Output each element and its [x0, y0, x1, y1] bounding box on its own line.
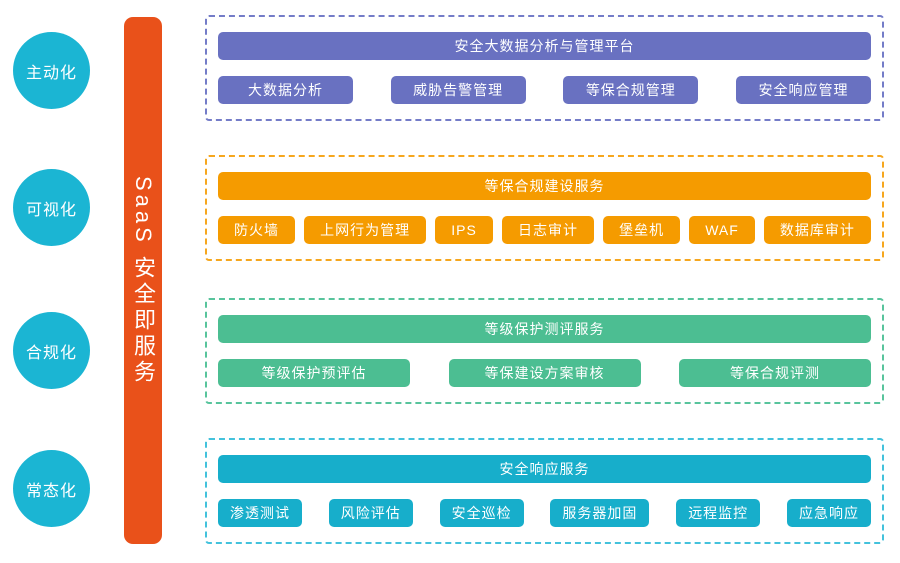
item-chip: 堡垒机 — [603, 216, 681, 244]
section-header: 安全响应服务 — [218, 455, 871, 483]
section-security-bigdata-platform: 安全大数据分析与管理平台 大数据分析 威胁告警管理 等保合规管理 安全响应管理 — [205, 15, 884, 121]
item-chip: 安全巡检 — [439, 499, 524, 527]
item-chip: 防火墙 — [218, 216, 295, 244]
section-grade-protection-evaluation-service: 等级保护测评服务 等级保护预评估 等保建设方案审核 等保合规评测 — [205, 298, 884, 404]
section-header: 等级保护测评服务 — [218, 315, 871, 343]
item-chip: 等保合规评测 — [679, 359, 871, 387]
capability-circle-normalized: 常态化 — [13, 450, 90, 527]
section-item-row: 渗透测试风险评估安全巡检服务器加固远程监控应急响应 — [218, 499, 871, 527]
capability-circle-label: 合规化 — [25, 344, 77, 362]
capability-circle-visual: 可视化 — [13, 169, 90, 246]
capability-circle-label: 可视化 — [25, 201, 77, 219]
section-header: 等保合规建设服务 — [218, 172, 871, 200]
capability-circle-proactive: 主动化 — [13, 32, 90, 109]
section-security-response-service: 安全响应服务 渗透测试风险评估安全巡检服务器加固远程监控应急响应 — [205, 438, 884, 544]
item-chip: 日志审计 — [501, 216, 594, 244]
saas-vertical-bar: SaaS 安全即服务 — [124, 17, 162, 544]
item-chip: 渗透测试 — [218, 499, 302, 527]
section-header: 安全大数据分析与管理平台 — [218, 32, 871, 60]
item-chip: 远程监控 — [676, 499, 761, 527]
item-chip: 等保建设方案审核 — [448, 359, 641, 387]
item-chip: 等保合规管理 — [563, 76, 699, 104]
section-item-row: 等级保护预评估 等保建设方案审核 等保合规评测 — [218, 359, 871, 387]
item-chip: 风险评估 — [328, 499, 413, 527]
item-chip: 大数据分析 — [218, 76, 353, 104]
item-chip: WAF — [689, 216, 755, 244]
item-chip: 威胁告警管理 — [390, 76, 526, 104]
capability-circle-label: 常态化 — [25, 482, 77, 500]
capability-circle-label: 主动化 — [25, 64, 77, 82]
saas-vertical-bar-label: SaaS 安全即服务 — [131, 175, 156, 386]
item-chip: 上网行为管理 — [304, 216, 427, 244]
capability-circle-compliance: 合规化 — [13, 312, 90, 389]
section-item-row: 防火墙上网行为管理 IPS 日志审计堡垒机 WAF 数据库审计 — [218, 216, 871, 244]
item-chip: 安全响应管理 — [735, 76, 871, 104]
item-chip: 服务器加固 — [550, 499, 650, 527]
section-item-row: 大数据分析 威胁告警管理 等保合规管理 安全响应管理 — [218, 76, 871, 104]
item-chip: 应急响应 — [786, 499, 871, 527]
section-compliance-build-service: 等保合规建设服务 防火墙上网行为管理 IPS 日志审计堡垒机 WAF 数据库审计 — [205, 155, 884, 261]
item-chip: 等级保护预评估 — [218, 359, 410, 387]
item-chip: 数据库审计 — [763, 216, 871, 244]
item-chip: IPS — [435, 216, 493, 244]
